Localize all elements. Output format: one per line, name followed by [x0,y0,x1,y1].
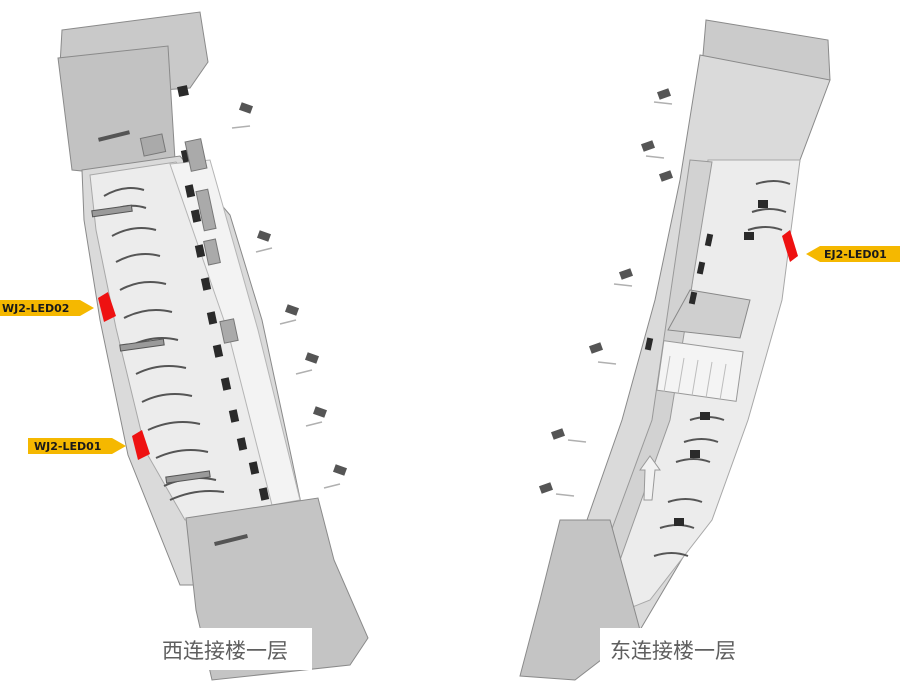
tag-ej2-led01: EJ2-LED01 [806,246,900,262]
west-roof-slot-top [97,130,131,142]
west-corridor-walls [177,85,270,501]
caption-west: 西连接楼一层 [152,628,312,670]
caption-east-bg [600,628,760,670]
tag-wj2-led02-label: WJ2-LED02 [2,302,69,315]
tag-ej2-led01-bg [806,246,900,262]
wj2-led01-marker [132,430,150,460]
caption-west-bg [152,628,312,670]
tag-ej2-led01-label: EJ2-LED01 [824,248,887,261]
west-exit-arrows [231,125,341,489]
caption-east: 东连接楼一层 [600,628,760,670]
tag-wj2-led02-bg [0,300,94,316]
tag-wj2-led02: WJ2-LED02 [0,300,94,316]
east-building [519,19,831,681]
west-gray-blocks [139,133,239,344]
east-upper-frame [667,289,751,339]
east-exit-markers [538,88,674,494]
east-exit-arrows [555,101,673,497]
east-direction-arrow [639,455,661,501]
west-building [57,11,369,681]
caption-west-text: 西连接楼一层 [162,639,288,663]
east-grid-lines [663,355,727,401]
tag-wj2-led01: WJ2-LED01 [28,438,126,454]
caption-east-text: 东连接楼一层 [610,639,736,663]
tag-wj2-led01-label: WJ2-LED01 [34,440,101,453]
west-escalators [91,204,211,484]
wj2-led02-marker [98,292,116,322]
east-dark-walls [644,200,768,526]
west-roof-slot-bottom [214,533,248,547]
ej2-led01-marker [782,230,798,262]
east-center-grid [656,340,744,402]
tag-wj2-led01-bg [28,438,126,454]
west-exit-markers [238,102,348,476]
